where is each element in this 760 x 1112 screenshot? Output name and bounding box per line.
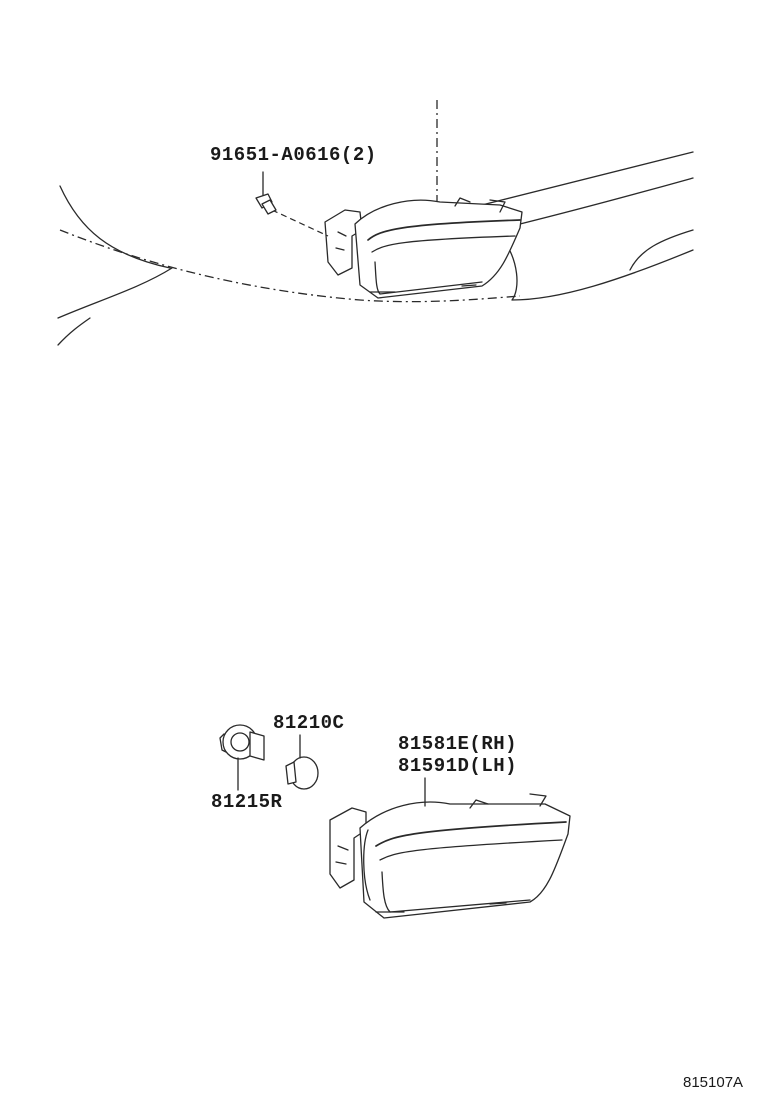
installed-fog-lamp xyxy=(271,197,523,299)
label-socket: 81215R xyxy=(211,791,283,813)
socket-icon xyxy=(219,724,265,791)
figure-id: 815107A xyxy=(683,1074,744,1091)
bolt-icon xyxy=(255,171,277,215)
bumper-outline xyxy=(57,100,694,346)
bulb-icon xyxy=(285,734,319,790)
fog-lamp-icon xyxy=(329,777,571,919)
label-lamp-lh: 81591D(LH) xyxy=(398,755,518,777)
label-bolt: 91651-A0616(2) xyxy=(210,144,377,166)
label-bulb: 81210C xyxy=(273,712,345,734)
label-lamp-rh: 81581E(RH) xyxy=(398,733,518,755)
